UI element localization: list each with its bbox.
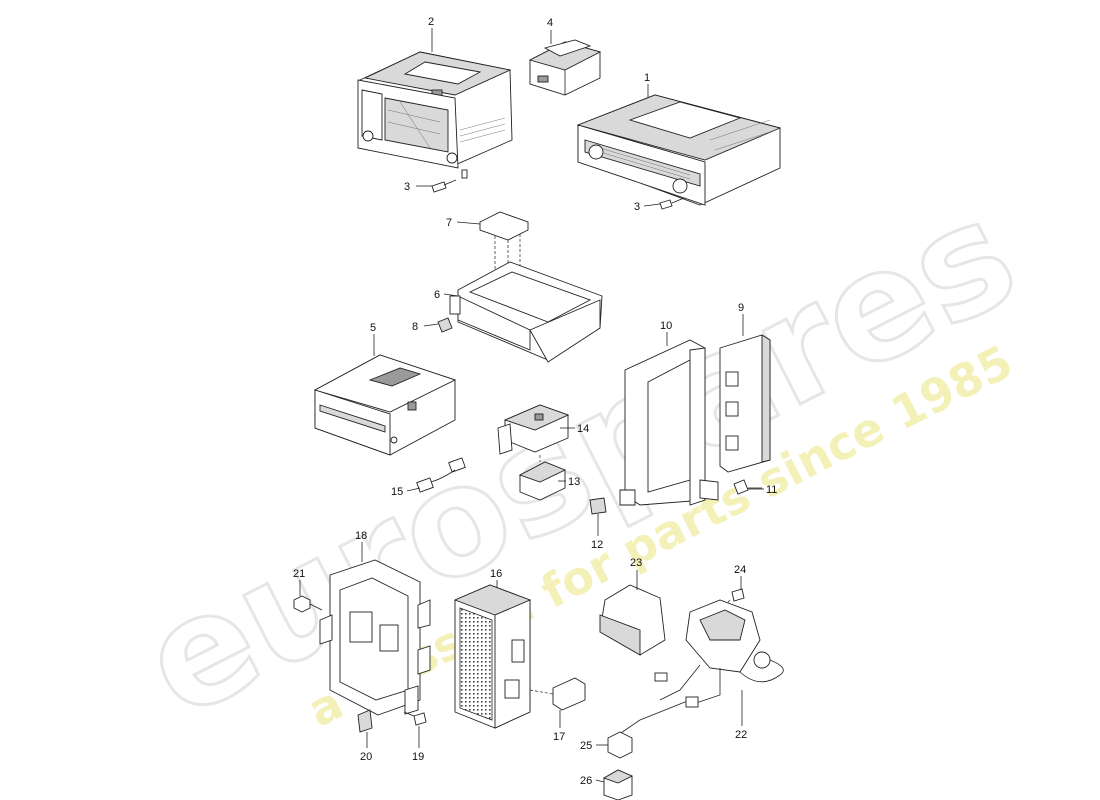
part-2-navigation-unit bbox=[357, 51, 513, 179]
callout-10: 10 bbox=[660, 320, 672, 332]
callout-1: 1 bbox=[644, 72, 650, 84]
callout-17: 17 bbox=[553, 731, 565, 743]
part-26-fuse-box bbox=[602, 769, 634, 800]
callout-7: 7 bbox=[446, 217, 452, 229]
part-3-screw-b bbox=[659, 197, 685, 210]
part-18-mounting-plate bbox=[319, 559, 431, 716]
watermark: eurospares a passion for parts since 198… bbox=[116, 165, 1043, 754]
callout-numbers: 2 4 1 3 3 7 6 8 5 9 10 14 13 15 11 12 23… bbox=[293, 16, 777, 787]
part-12-clip bbox=[589, 497, 607, 515]
part-22-actuator-harness bbox=[617, 599, 784, 736]
part-3-screw bbox=[431, 179, 457, 193]
part-5-cd-changer bbox=[313, 354, 457, 456]
callout-18: 18 bbox=[355, 530, 367, 542]
part-11-screw bbox=[733, 479, 762, 495]
callout-16: 16 bbox=[490, 568, 502, 580]
callout-22: 22 bbox=[735, 729, 747, 741]
callout-3-b: 3 bbox=[634, 201, 640, 213]
part-9-control-unit bbox=[719, 334, 771, 473]
callout-24: 24 bbox=[734, 564, 746, 576]
part-1-radio-unit bbox=[576, 94, 782, 206]
callout-12: 12 bbox=[591, 539, 603, 551]
watermark-brand: eurospares bbox=[117, 166, 1041, 752]
callout-25: 25 bbox=[580, 740, 592, 752]
callout-leaders bbox=[299, 28, 764, 783]
part-13-module bbox=[518, 455, 567, 501]
callout-20: 20 bbox=[360, 751, 372, 763]
part-6-mounting-frame bbox=[449, 261, 603, 363]
callout-14: 14 bbox=[577, 423, 589, 435]
callout-2: 2 bbox=[428, 16, 434, 28]
callout-11: 11 bbox=[766, 484, 777, 496]
part-21-nut bbox=[293, 595, 311, 613]
callout-5: 5 bbox=[370, 322, 376, 334]
callout-26: 26 bbox=[580, 775, 592, 787]
part-8-pad bbox=[437, 317, 453, 333]
callout-13: 13 bbox=[568, 476, 580, 488]
part-15-cable bbox=[416, 457, 466, 493]
part-17-connector bbox=[529, 677, 586, 711]
callout-19: 19 bbox=[412, 751, 424, 763]
part-4-module bbox=[528, 39, 602, 96]
part-16-amplifier bbox=[453, 584, 532, 729]
callout-4: 4 bbox=[547, 17, 553, 29]
callout-23: 23 bbox=[630, 557, 642, 569]
part-19-screw bbox=[403, 711, 427, 726]
part-14-holder bbox=[497, 404, 570, 455]
callout-8: 8 bbox=[412, 321, 418, 333]
callout-6: 6 bbox=[434, 289, 440, 301]
part-20-clip bbox=[357, 709, 373, 733]
part-10-bracket bbox=[619, 339, 719, 506]
part-23-cover bbox=[599, 584, 666, 656]
callout-3-a: 3 bbox=[404, 181, 410, 193]
part-25-connector bbox=[607, 731, 633, 759]
callout-15: 15 bbox=[391, 486, 403, 498]
callout-21: 21 bbox=[293, 568, 305, 580]
callout-9: 9 bbox=[738, 302, 744, 314]
